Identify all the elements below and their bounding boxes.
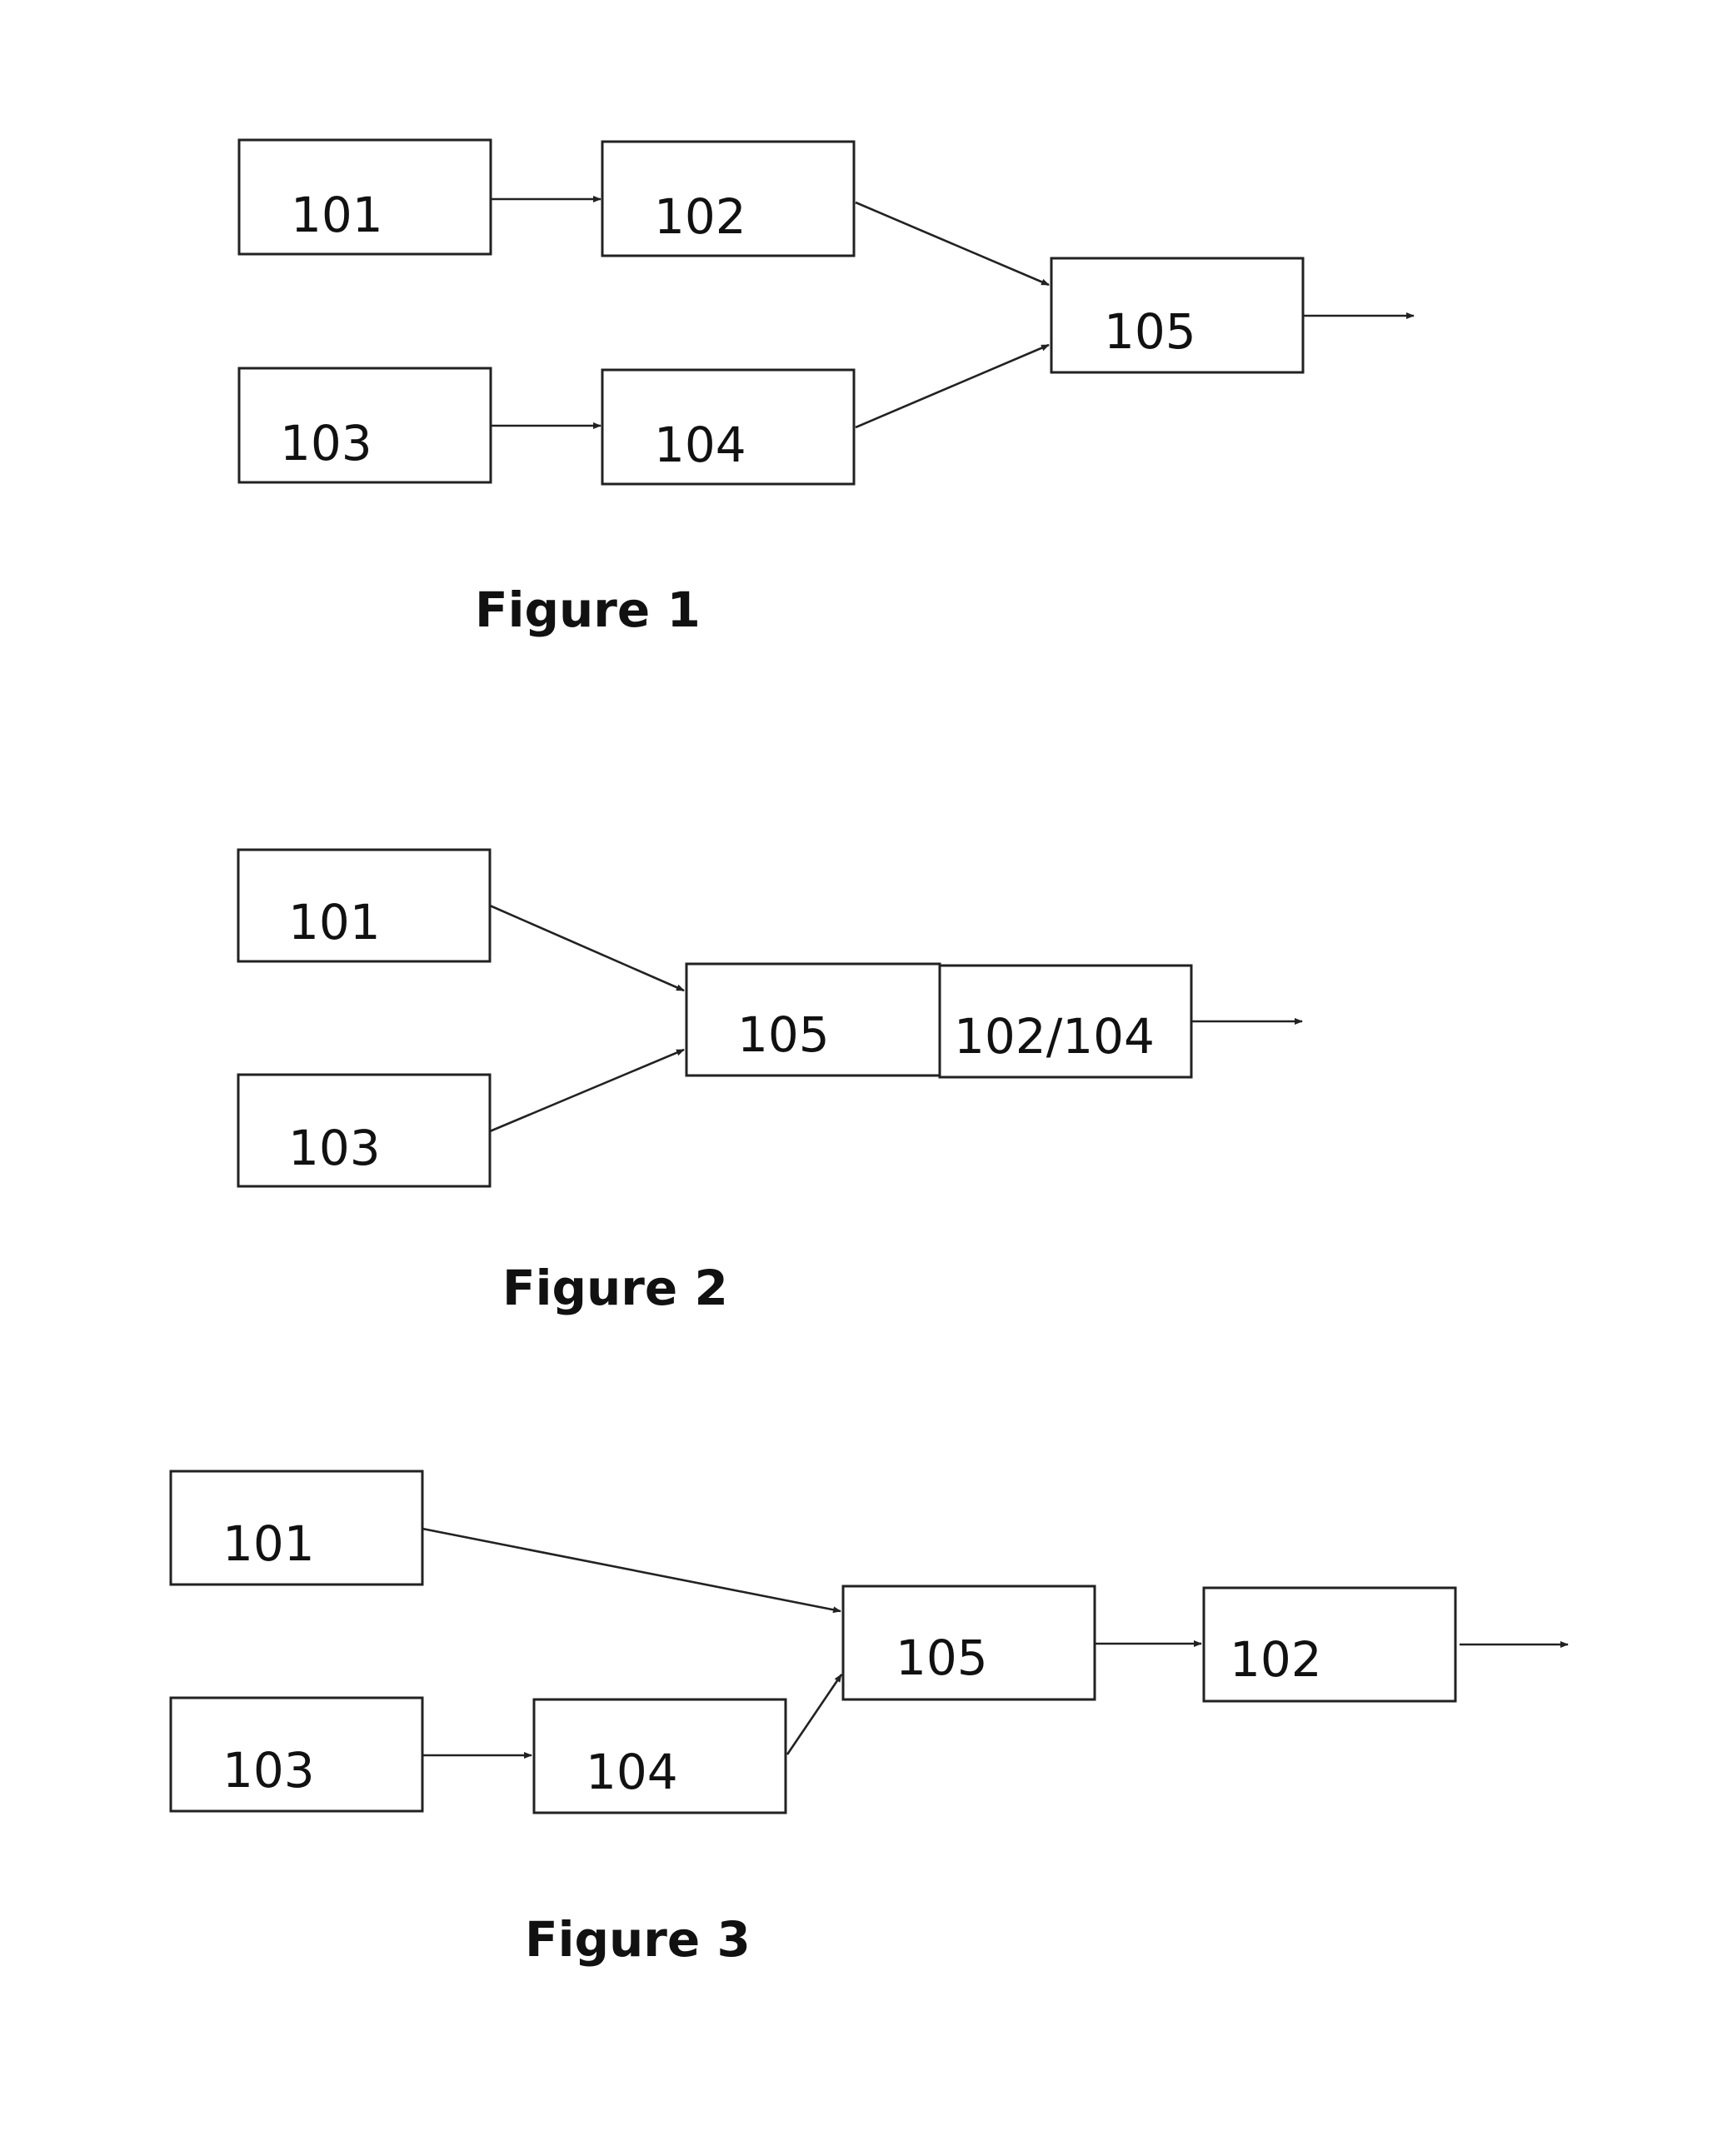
- figure-1-caption: Figure 1: [475, 581, 701, 638]
- fig3-box-103-label: 103: [222, 1742, 315, 1799]
- fig3-box-103: 103: [171, 1698, 422, 1811]
- figure-3-caption: Figure 3: [525, 1911, 751, 1968]
- fig3-box-102: 102: [1204, 1588, 1455, 1701]
- fig3-arrow-104-to-105: [787, 1674, 841, 1754]
- fig2-box-101-label: 101: [288, 894, 381, 951]
- fig2-box-105: 105: [686, 964, 940, 1076]
- fig1-box-104: 104: [602, 370, 854, 484]
- fig2-box-103-label: 103: [288, 1120, 381, 1176]
- fig2-box-103: 103: [238, 1075, 490, 1186]
- fig1-box-101-label: 101: [291, 187, 383, 243]
- fig2-box-102-104: 102/104: [940, 966, 1191, 1077]
- fig1-box-105: 105: [1051, 258, 1303, 372]
- figure-2-caption: Figure 2: [502, 1260, 728, 1316]
- fig1-box-105-label: 105: [1104, 303, 1196, 360]
- fig3-box-101-label: 101: [222, 1515, 315, 1572]
- fig3-box-101: 101: [171, 1471, 422, 1585]
- fig3-box-105-label: 105: [896, 1629, 988, 1686]
- fig1-box-103-label: 103: [280, 415, 372, 472]
- fig2-box-105-label: 105: [737, 1006, 830, 1063]
- fig2-box-101: 101: [238, 850, 490, 961]
- fig2-box-102-104-label: 102/104: [954, 1008, 1155, 1065]
- figure-1: 101 102 103 104 105 Figure 1: [239, 140, 1414, 638]
- fig1-arrow-102-to-105: [856, 202, 1049, 285]
- fig3-box-105: 105: [843, 1586, 1095, 1699]
- fig1-box-103: 103: [239, 368, 491, 482]
- fig1-box-102: 102: [602, 142, 854, 256]
- fig2-arrow-101-to-105: [490, 906, 684, 991]
- figure-3: 101 103 104 105 102 Figure 3: [171, 1471, 1568, 1968]
- fig3-box-104: 104: [534, 1699, 786, 1813]
- fig3-box-102-label: 102: [1230, 1631, 1322, 1688]
- fig3-arrow-101-to-105: [422, 1529, 841, 1611]
- fig1-box-102-label: 102: [654, 188, 746, 245]
- fig1-box-101: 101: [239, 140, 491, 254]
- figure-2: 101 103 105 102/104 Figure 2: [238, 850, 1302, 1316]
- fig1-box-104-label: 104: [654, 417, 746, 473]
- fig1-arrow-104-to-105: [856, 345, 1049, 427]
- fig2-arrow-103-to-105: [490, 1050, 684, 1131]
- fig3-box-104-label: 104: [586, 1744, 678, 1800]
